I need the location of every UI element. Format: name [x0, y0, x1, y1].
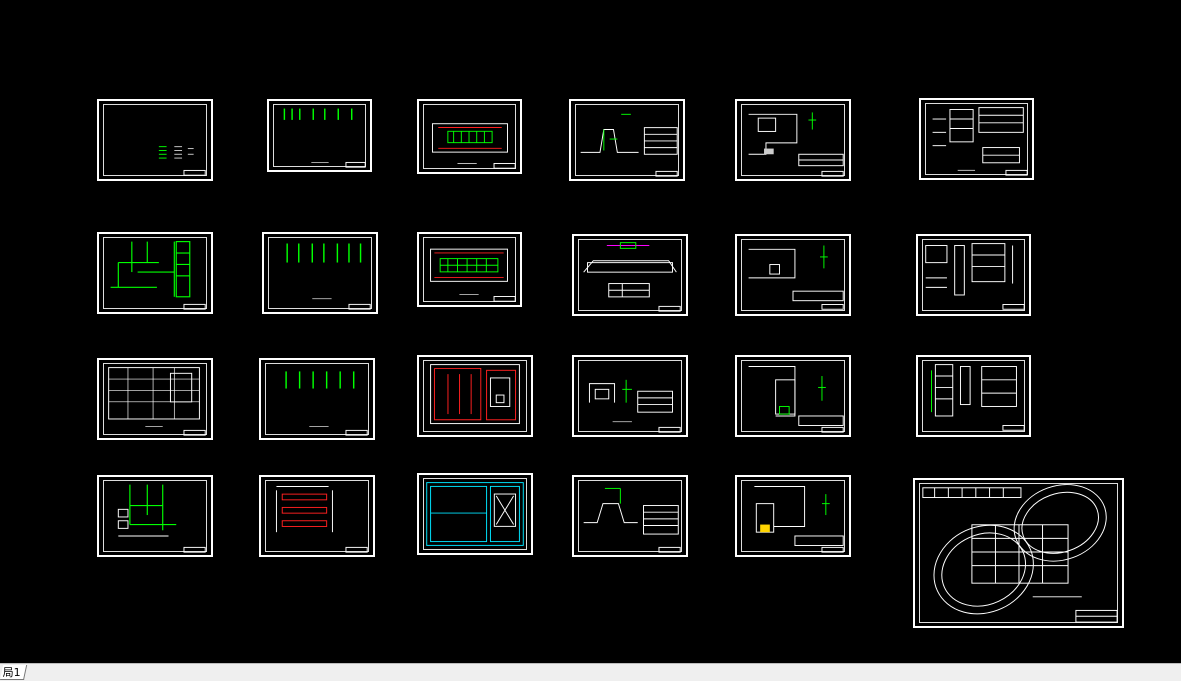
sheet-14-drawing: [285, 371, 368, 436]
sheet-4-drawing: [580, 113, 678, 177]
drawing-sheet-16[interactable]: [572, 355, 688, 437]
sheet-1-drawing: [158, 146, 206, 176]
drawing-sheet-18[interactable]: [916, 355, 1031, 437]
drawing-sheet-24[interactable]: [913, 478, 1124, 628]
drawing-sheet-15[interactable]: [417, 355, 533, 437]
drawing-sheet-17[interactable]: [735, 355, 851, 437]
sheet-5-drawing: [748, 112, 844, 177]
sheet-11-drawing: [748, 245, 844, 310]
sheet-20-drawing: [275, 486, 368, 553]
drawing-sheet-4[interactable]: [569, 99, 685, 181]
drawing-canvas[interactable]: [0, 0, 1181, 663]
drawing-sheet-9[interactable]: [417, 232, 522, 307]
sheet-21-drawing: [426, 482, 524, 546]
drawing-sheet-5[interactable]: [735, 99, 851, 181]
drawing-sheet-2[interactable]: [267, 99, 372, 172]
drawing-sheet-7[interactable]: [97, 232, 213, 314]
sheet-13-drawing: [108, 367, 206, 436]
sheet-8-drawing: [286, 243, 371, 310]
drawing-sheet-23[interactable]: [735, 475, 851, 557]
layout-tab[interactable]: 局1: [0, 665, 28, 680]
sheet-6-drawing: [932, 107, 1028, 176]
sheet-17-drawing: [748, 366, 844, 433]
sheet-24-drawing: [922, 484, 1118, 623]
sheet-16-drawing: [588, 379, 681, 433]
layout-tab-label: 局1: [2, 666, 21, 679]
drawing-sheet-19[interactable]: [97, 475, 213, 557]
drawing-sheet-11[interactable]: [735, 234, 851, 316]
drawing-sheet-20[interactable]: [259, 475, 375, 557]
sheet-22-drawing: [583, 487, 681, 553]
sheet-18-drawing: [931, 364, 1025, 431]
sheet-7-drawing: [110, 241, 206, 310]
drawing-sheet-6[interactable]: [919, 98, 1034, 180]
sheet-3-drawing: [431, 123, 516, 169]
sheet-9-drawing: [430, 248, 516, 302]
sheet-10-drawing: [583, 242, 681, 312]
sheet-12-drawing: [925, 243, 1025, 310]
drawing-sheet-10[interactable]: [572, 234, 688, 316]
sheet-19-drawing: [117, 484, 206, 553]
status-bar: 局1: [0, 663, 1181, 681]
drawing-sheet-12[interactable]: [916, 234, 1031, 316]
drawing-sheet-8[interactable]: [262, 232, 378, 314]
drawing-sheet-21[interactable]: [417, 473, 533, 555]
drawing-sheet-1[interactable]: [97, 99, 213, 181]
drawing-sheet-3[interactable]: [417, 99, 522, 174]
sheet-23-drawing: [754, 486, 844, 553]
drawing-sheet-13[interactable]: [97, 358, 213, 440]
sheet-2-drawing: [283, 108, 366, 168]
drawing-sheet-22[interactable]: [572, 475, 688, 557]
drawing-sheet-14[interactable]: [259, 358, 375, 440]
sheet-15-drawing: [430, 364, 520, 425]
